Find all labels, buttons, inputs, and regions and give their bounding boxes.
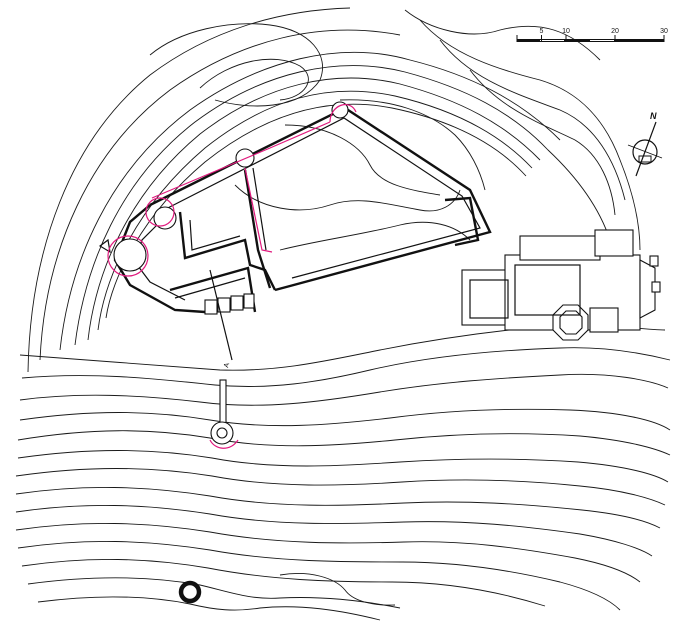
contour-line xyxy=(419,19,641,251)
castle-walls xyxy=(98,101,492,315)
contour-line xyxy=(279,573,396,606)
contour-line xyxy=(439,39,626,201)
scale-tick-label: 5 xyxy=(540,28,544,35)
church-annex xyxy=(519,235,601,261)
scale-tick-label: 20 xyxy=(611,28,619,35)
chamber xyxy=(243,293,255,309)
church-complex xyxy=(461,229,661,341)
church-inner-room xyxy=(469,279,509,319)
contour-line xyxy=(27,7,351,373)
chamber xyxy=(230,295,244,311)
contour-line xyxy=(27,577,401,609)
section-marker: A xyxy=(209,269,233,369)
church-annex xyxy=(594,229,634,257)
chapel-annex xyxy=(589,307,619,333)
scale-bar: 5 10 20 30 xyxy=(516,28,668,42)
scale-tick-label: 30 xyxy=(660,28,668,35)
contour-line xyxy=(149,23,323,107)
reconstruction-circle xyxy=(107,235,149,277)
church-buttress xyxy=(651,281,661,293)
contour-line xyxy=(39,29,401,361)
contour-line xyxy=(15,468,666,506)
contour-line xyxy=(15,486,661,529)
north-arrow-needle xyxy=(635,121,657,177)
contour-line xyxy=(284,124,441,196)
curtain-wall xyxy=(149,106,492,292)
scale-bar-gap xyxy=(590,40,614,41)
contour-line xyxy=(199,58,309,101)
round-tower xyxy=(113,238,147,272)
contour-line xyxy=(339,99,486,191)
contour-line xyxy=(21,347,671,387)
section-line xyxy=(209,269,233,361)
outworks xyxy=(178,379,234,604)
contour-line xyxy=(87,77,541,341)
church-buttress xyxy=(649,255,659,267)
contour-line xyxy=(17,450,669,483)
reconstruction-line xyxy=(244,167,273,253)
church-inner-room xyxy=(514,264,581,316)
contour-line xyxy=(15,504,653,557)
section-label: A xyxy=(223,362,231,369)
reconstruction-line xyxy=(329,103,357,123)
round-tower xyxy=(331,101,349,119)
cross-wall-inner xyxy=(252,167,267,251)
octagonal-chapel-inner xyxy=(559,310,583,335)
curtain-wall-inner xyxy=(155,117,481,279)
south-range-inner xyxy=(174,277,246,299)
scale-bar-gap xyxy=(540,40,564,41)
contour-line xyxy=(279,221,471,251)
contour-line xyxy=(59,51,561,351)
contour-line xyxy=(17,540,621,611)
well-icon xyxy=(178,580,202,604)
contour-line xyxy=(74,65,611,346)
north-arrow-icon: N xyxy=(627,111,663,177)
reconstruction-circle xyxy=(145,197,175,227)
chamber xyxy=(204,299,218,315)
reconstruction-lines xyxy=(107,103,357,449)
round-tower xyxy=(153,206,177,230)
reconstruction-line xyxy=(151,121,331,199)
contour-line xyxy=(19,373,669,406)
inner-ward-wall xyxy=(178,211,277,291)
contour-line xyxy=(15,522,641,583)
contour-line xyxy=(17,430,671,456)
scale-ticks: 5 10 20 30 xyxy=(516,28,668,42)
east-gate-wall xyxy=(444,196,480,247)
tower-spur xyxy=(98,238,111,254)
contour-line xyxy=(21,558,546,607)
contour-line xyxy=(19,408,671,431)
scale-tick-label: 10 xyxy=(562,28,570,35)
inner-ward-wall-inner xyxy=(189,219,241,251)
outer-round-tower-inner xyxy=(216,427,228,439)
contour-line xyxy=(234,184,461,212)
connecting-wall xyxy=(219,379,227,429)
contour-line xyxy=(469,69,616,216)
contour-line xyxy=(404,9,601,61)
north-arrow-body xyxy=(638,155,652,163)
contour-line xyxy=(37,596,381,621)
terrain-contours xyxy=(15,7,671,621)
reconstruction-line xyxy=(209,439,239,449)
north-arrow-crossbar xyxy=(627,144,663,159)
north-label: N xyxy=(650,111,657,121)
west-wall xyxy=(113,204,206,314)
cross-wall xyxy=(243,169,272,289)
